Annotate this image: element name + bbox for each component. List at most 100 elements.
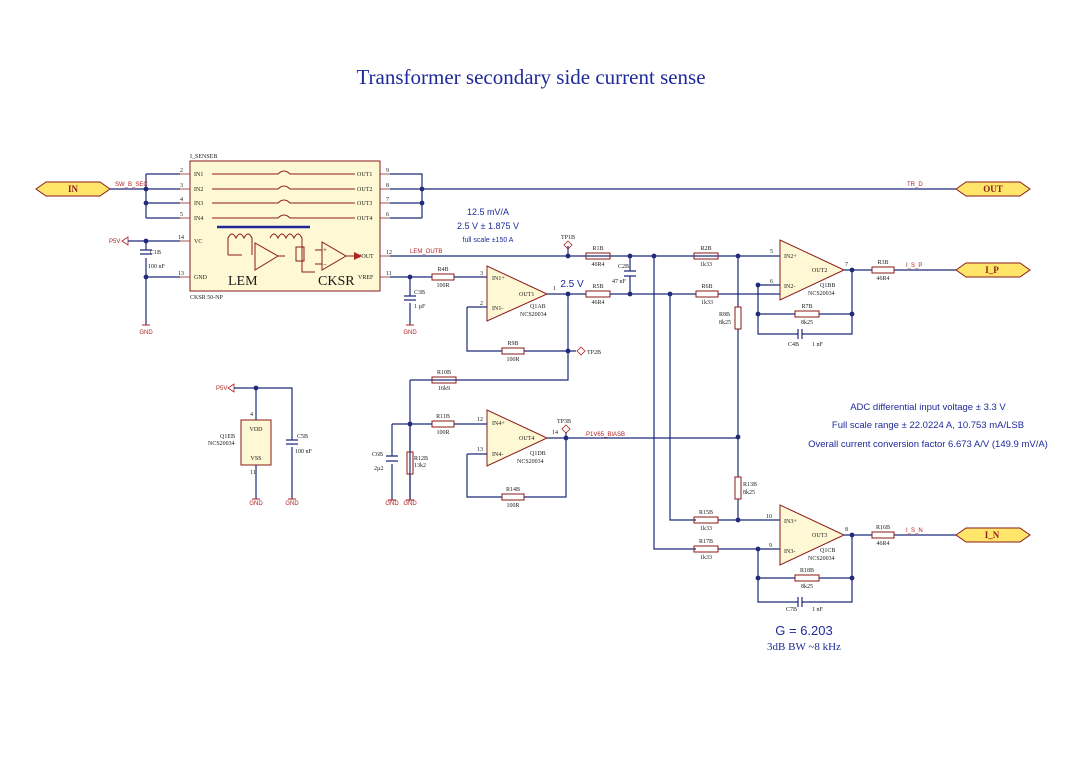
- sensor-designator: I_SENSEB: [190, 154, 217, 160]
- c3-ref: C3B: [414, 290, 425, 296]
- pin-num-6: 6: [386, 212, 389, 218]
- pin-in2: IN2: [194, 187, 203, 193]
- r14-ref: R14B: [506, 487, 520, 493]
- pin-num-12: 12: [386, 250, 392, 256]
- pin-vref: VREF: [358, 275, 374, 281]
- q1c-pin-out: 8: [845, 527, 848, 533]
- q1a-part: NCS20034: [520, 312, 547, 318]
- r12-val: 13k2: [414, 463, 426, 469]
- r13-resistor: [734, 476, 742, 500]
- q1d-pin-in-p: 12: [477, 417, 483, 423]
- q1c-pin-in-p: 10: [766, 514, 772, 520]
- r7-val: 8k25: [801, 320, 813, 326]
- port-in-label: IN: [68, 184, 79, 194]
- q1e-vdd: VDD: [250, 427, 264, 433]
- gnd-q1e: GND: [249, 501, 263, 507]
- gnd-r12: GND: [403, 501, 417, 507]
- r15-resistor: [693, 516, 719, 524]
- c1-ref: C1B: [150, 250, 161, 256]
- r17-resistor: [693, 545, 719, 553]
- c2-val: 47 nF: [612, 279, 627, 285]
- pin-out2: OUT2: [357, 187, 372, 193]
- pin-out4: OUT4: [357, 216, 372, 222]
- gnd-c6: GND: [385, 501, 399, 507]
- port-i-p: I_P: [955, 262, 1031, 278]
- r2-resistor: [693, 252, 719, 260]
- opamp-q1d: IN4+ IN4- OUT4 Q1DB NCS20034 12 13 14: [477, 409, 558, 467]
- pin-num-7: 7: [386, 197, 389, 203]
- c5-ref: C5B: [297, 434, 308, 440]
- pin-vout: VOUT: [357, 254, 374, 260]
- opamp-q1a: IN1+ IN1- OUT1 Q1AB NCS20034 3 2 1: [480, 265, 556, 322]
- bandwidth-note: 3dB BW ~8 kHz: [767, 641, 841, 653]
- r11-ref: R11B: [436, 414, 450, 420]
- r17-val: 1k33: [700, 555, 712, 561]
- r14-val: 100R: [506, 503, 519, 509]
- sensor-note-sensitivity: 12.5 mV/A: [467, 207, 509, 217]
- tp3-label: TP3B: [557, 419, 571, 425]
- q1a-pin-in-p: 3: [480, 271, 483, 277]
- c2-ref: C2B: [618, 264, 629, 270]
- r10-val: 16k9: [438, 386, 450, 392]
- pin-out1: OUT1: [357, 172, 372, 178]
- q1d-out: OUT4: [519, 436, 534, 442]
- opamp-q1e-power: VDD VSS Q1EB NCS20034 4 11: [208, 412, 272, 476]
- r15-val: 1k33: [700, 526, 712, 532]
- r4-ref: R4B: [437, 267, 448, 273]
- svg-text:+: +: [323, 246, 327, 254]
- r16-resistor: [871, 531, 895, 539]
- r9-ref: R9B: [507, 341, 518, 347]
- q1a-in-p: IN1+: [492, 276, 505, 282]
- q1d-in-p: IN4+: [492, 421, 505, 427]
- p5v-rail-left: P5V: [109, 236, 129, 246]
- r4-resistor: [431, 273, 455, 281]
- port-in: IN: [35, 181, 111, 197]
- q1d-in-n: IN4-: [492, 452, 503, 458]
- q1e-pin-vdd: 4: [250, 412, 253, 418]
- q1a-pin-out: 1: [553, 286, 556, 292]
- pin-num-2: 2: [180, 168, 183, 174]
- r8-resistor: [734, 306, 742, 330]
- pin-in3: IN3: [194, 201, 203, 207]
- q1b-pin-out: 7: [845, 262, 848, 268]
- q1e-pin-vss: 11: [250, 470, 256, 476]
- r8-ref: R8B: [719, 312, 730, 318]
- r11-resistor: [431, 420, 455, 428]
- pin-out3: OUT3: [357, 201, 372, 207]
- r13-ref: R13B: [743, 482, 757, 488]
- gnd-c1: GND: [139, 330, 153, 336]
- r2-ref: R2B: [700, 246, 711, 252]
- q1d-part: NCS20034: [517, 459, 544, 465]
- r6-resistor: [695, 290, 719, 298]
- tp1-label: TP1B: [561, 235, 575, 241]
- q1e-vss: VSS: [250, 456, 261, 462]
- r12-resistor: [406, 451, 414, 475]
- net-tr-d: TR_D: [907, 182, 923, 188]
- adc-note-range: Full scale range ± 22.0224 A, 10.753 mA/…: [832, 420, 1024, 431]
- sensor-note-fullscale: full scale ±150 A: [463, 237, 514, 244]
- r17-ref: R17B: [699, 539, 713, 545]
- q1b-pin-in-n: 6: [770, 279, 773, 285]
- r18-val: 8k25: [801, 584, 813, 590]
- c3-val: 1 µF: [414, 304, 426, 310]
- r1-ref: R1B: [592, 246, 603, 252]
- port-i-n: I_N: [955, 527, 1031, 543]
- vout-arrow-icon: [354, 252, 362, 260]
- pin-num-9: 9: [386, 168, 389, 174]
- r10-resistor: [431, 376, 457, 384]
- sensor-note-range: 2.5 V ± 1.875 V: [457, 221, 519, 231]
- r7-ref: R7B: [801, 304, 812, 310]
- tp1-diamond-icon: [563, 240, 573, 250]
- sheet-title: Transformer secondary side current sense: [356, 65, 705, 89]
- pin-num-14: 14: [178, 235, 184, 241]
- r16-val: 46R4: [876, 541, 889, 547]
- pin-num-13: 13: [178, 271, 184, 277]
- gnd-c3: GND: [403, 330, 417, 336]
- q1c-part: NCS20034: [808, 556, 835, 562]
- net-i-s-n: I_S_N: [906, 528, 923, 534]
- q1a-ref: Q1AB: [530, 304, 546, 310]
- gain-note: G = 6.203: [775, 623, 832, 638]
- net-p1v65-biasb: P1V65_BIASB: [586, 432, 625, 438]
- adc-note-input: ADC differential input voltage ± 3.3 V: [850, 402, 1006, 413]
